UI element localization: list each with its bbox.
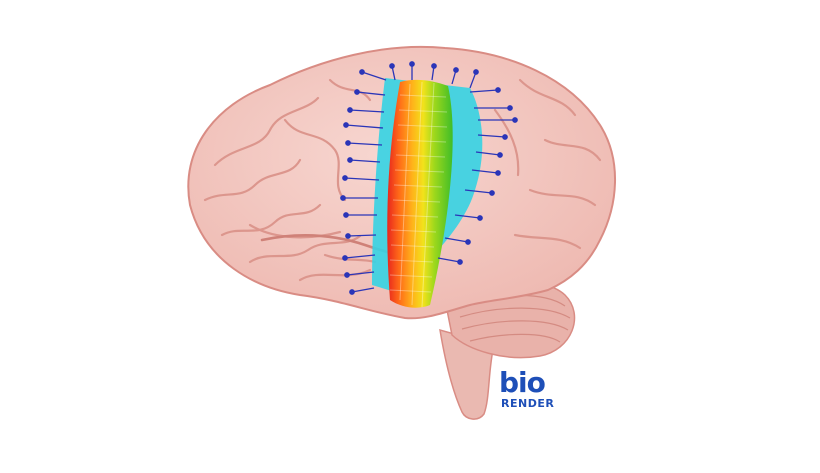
biorender-logo: bio RENDER xyxy=(497,369,557,415)
logo-text-bio: bio xyxy=(499,366,546,399)
electrode-array-beads xyxy=(389,81,448,308)
electrode-leads xyxy=(340,61,518,295)
logo-wordmark-bottom: RENDER xyxy=(501,398,554,410)
logo-wordmark-top: bio xyxy=(499,366,546,399)
electrode-array-band xyxy=(387,79,453,308)
brain-stem xyxy=(439,328,495,420)
logo-text-render: RENDER xyxy=(501,397,555,410)
